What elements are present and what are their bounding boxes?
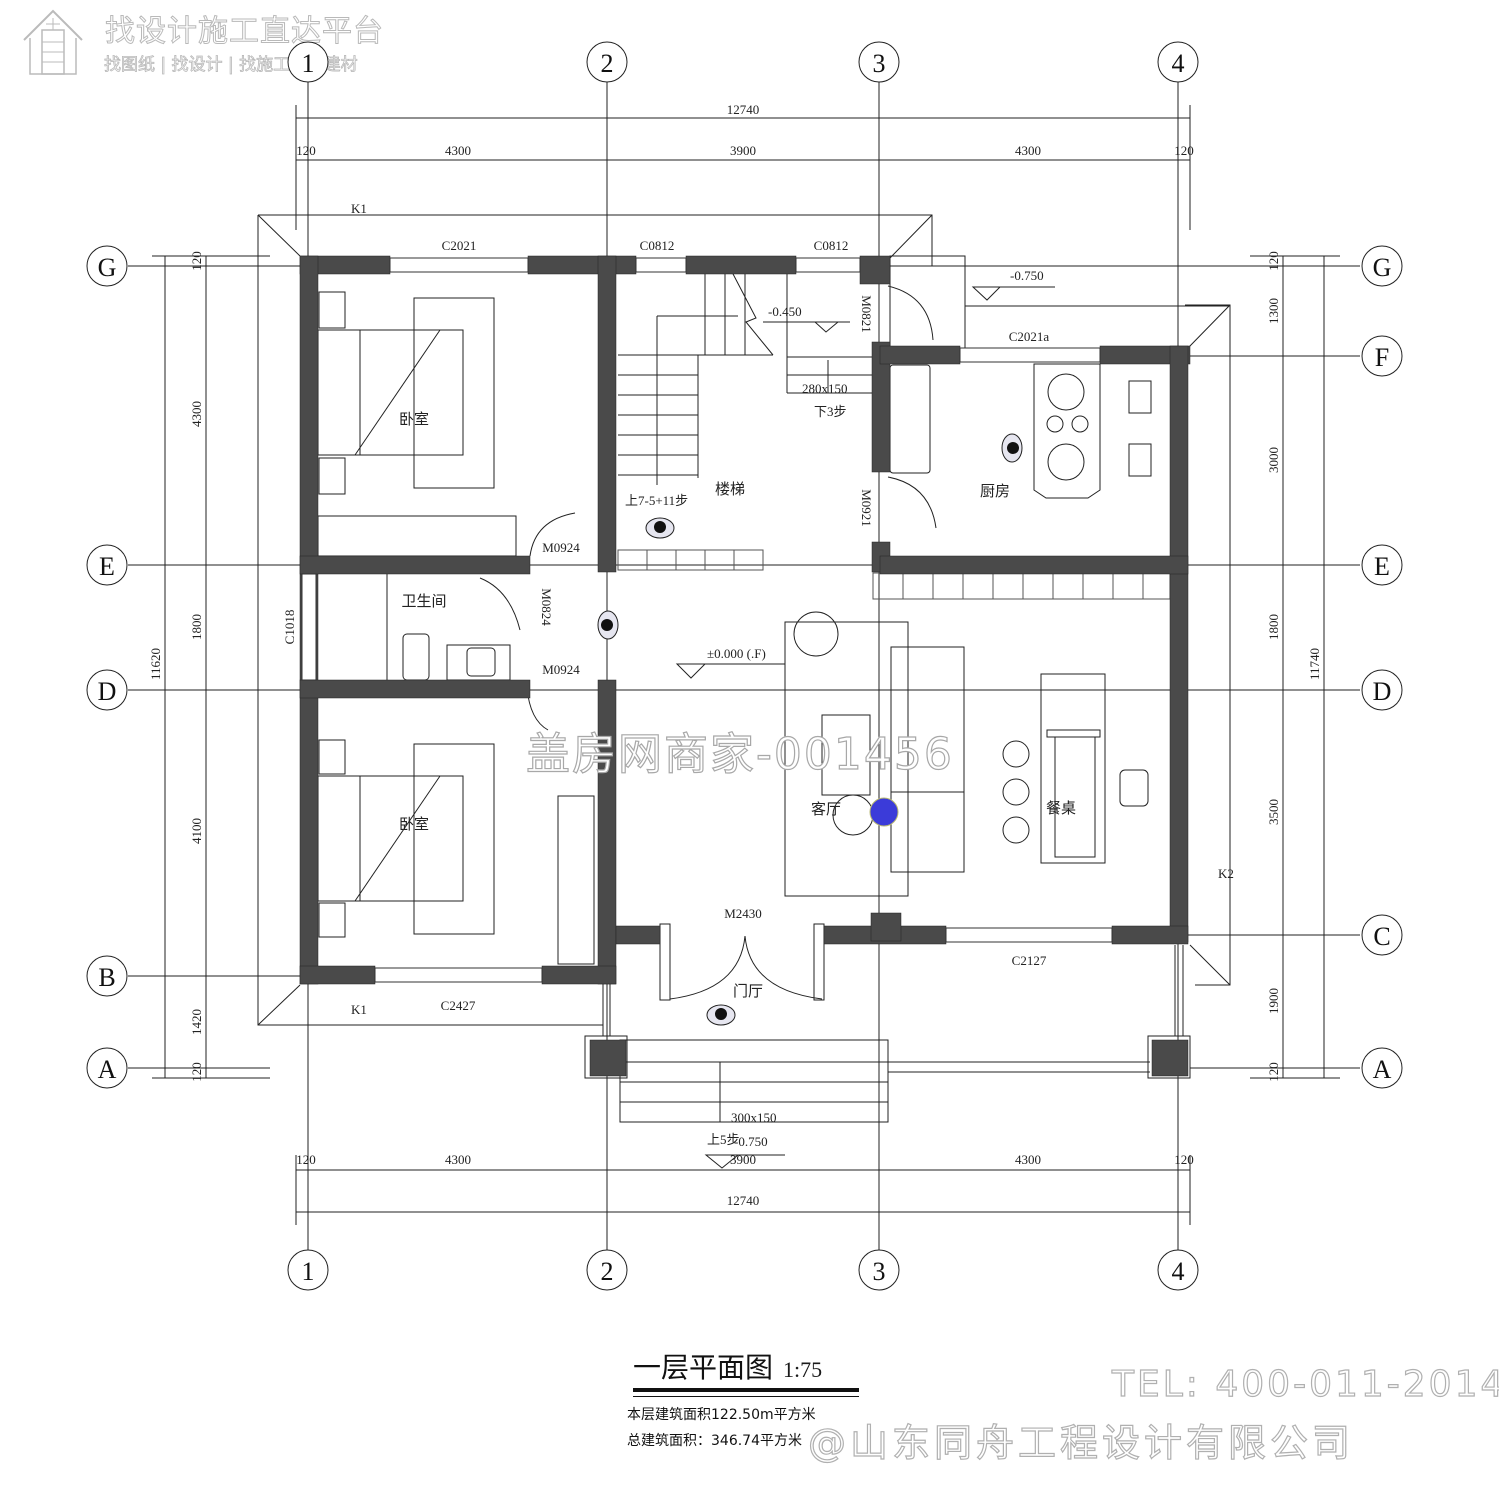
dim-right-seg-6: 1900 [1266,988,1281,1014]
room-label-bathroom: 卫生间 [401,593,446,610]
window-c1018-label: C1018 [282,610,297,645]
axis-label-e-right: E [1374,552,1390,581]
dim-top-seg-4: 4300 [1015,143,1041,158]
axis-label-a-left: A [98,1055,117,1084]
floor-area-text: 本层建筑面积122.50m平方米 [627,1407,816,1423]
door-m0921-label: M0921 [859,489,874,527]
axis-label-d-left: D [98,677,117,706]
axis-label-2-bottom: 2 [601,1257,614,1286]
step-rear-size: 280x150 [802,381,848,396]
drawing-title: 一层平面图 [633,1351,774,1384]
level-front: -0.750 [734,1134,768,1149]
step-rear-count: 下3步 [814,404,847,419]
room-label-dining-table: 餐桌 [1046,800,1076,817]
axis-label-c-right: C [1373,922,1390,951]
axis-label-3-top: 3 [873,49,886,78]
dim-right-seg-7: 120 [1266,1062,1281,1082]
dim-left-seg-3: 1800 [189,614,204,640]
axis-label-4-top: 4 [1172,49,1185,78]
dim-bottom-seg-3: 3900 [730,1152,756,1167]
axis-label-2-top: 2 [601,49,614,78]
room-label-bedroom-1: 卧室 [399,411,429,428]
level-stair: -0.450 [768,304,802,319]
ac-k2-label: K2 [1218,866,1234,881]
dim-right-seg-4: 1800 [1266,614,1281,640]
dim-bottom-seg-2: 4300 [445,1152,471,1167]
door-m0824-label: M0824 [539,588,554,626]
door-m0924-label-b: M0924 [542,662,580,677]
dim-left-seg-4: 4100 [189,818,204,844]
window-c2127-label: C2127 [1012,953,1047,968]
room-label-foyer: 门厅 [733,983,763,1000]
axis-label-1-top: 1 [302,49,315,78]
door-m0821-label: M0821 [859,295,874,333]
door-m2430-label: M2430 [724,906,762,921]
dim-right-seg-1: 120 [1266,251,1281,271]
platform-title: 找设计施工直达平台 [105,14,384,50]
room-label-living-room: 客厅 [811,801,841,818]
dim-top-seg-3: 3900 [730,143,756,158]
dim-bottom-seg-1: 120 [296,1152,316,1167]
room-label-kitchen: 厨房 [980,483,1010,500]
title-underline-thick [633,1388,859,1392]
dim-right-total: 11740 [1307,648,1322,680]
dim-bottom-seg-4: 4300 [1015,1152,1041,1167]
dim-top-total: 12740 [727,102,760,117]
drawing-scale: 1:75 [783,1357,823,1382]
window-c0812-label-b: C0812 [814,238,849,253]
dim-top-seg-1: 120 [296,143,316,158]
dim-bottom-seg-5: 120 [1174,1152,1194,1167]
door-m0924-label-a: M0924 [542,540,580,555]
dim-left-seg-5: 1420 [189,1009,204,1035]
dim-right-seg-3: 3000 [1266,447,1281,473]
ac-k1-label-top: K1 [351,201,367,216]
room-label-stairs: 楼梯 [715,481,745,498]
dim-left-seg-6: 120 [189,1062,204,1082]
axis-label-b-left: B [98,963,115,992]
axis-label-a-right: A [1373,1055,1392,1084]
center-watermark: 盖房网商家-001456 [525,728,954,780]
axis-label-4-bottom: 4 [1172,1257,1185,1286]
dim-right-seg-2: 1300 [1266,298,1281,324]
axis-label-1-bottom: 1 [302,1257,315,1286]
axis-label-d-right: D [1373,677,1392,706]
room-label-bedroom-2: 卧室 [399,816,429,833]
step-front-size: 300x150 [731,1110,777,1125]
person-icon [597,433,1023,1026]
axis-label-3-bottom: 3 [873,1257,886,1286]
title-underline-thin [633,1396,859,1397]
company-watermark: @山东同舟工程设计有限公司 [807,1420,1355,1465]
ac-k1-label-bottom: K1 [351,1002,367,1017]
axis-label-g-left: G [98,253,117,282]
drawing-title-block: 一层平面图 1:75 本层建筑面积122.50m平方米 总建筑面积：346.74平… [627,1346,859,1449]
stair-steps-label: 上7-5+11步 [625,493,688,508]
level-rear: -0.750 [1010,268,1044,283]
window-c2427-label: C2427 [441,998,476,1013]
window-c2021-label: C2021 [442,238,477,253]
dim-left-seg-1: 120 [189,251,204,271]
level-floor: ±0.000 (.F) [707,646,766,661]
window-c2021a-label: C2021a [1009,329,1050,344]
dim-top-seg-2: 4300 [445,143,471,158]
step-front-count: 上5步 [707,1132,740,1147]
axis-label-e-left: E [99,552,115,581]
dim-left-total: 11620 [148,648,163,680]
dim-top-seg-5: 120 [1174,143,1194,158]
tel-watermark: TEL: 400-011-2014 [1111,1363,1499,1405]
dim-right-seg-5: 3500 [1266,799,1281,825]
window-c0812-label-a: C0812 [640,238,675,253]
total-area-text: 总建筑面积：346.74平方米 [627,1433,802,1449]
axis-label-f-right: F [1375,343,1389,372]
house-logo-icon [23,9,83,75]
dim-bottom-total: 12740 [727,1193,760,1208]
dim-left-seg-2: 4300 [189,401,204,427]
axis-label-g-right: G [1373,253,1392,282]
